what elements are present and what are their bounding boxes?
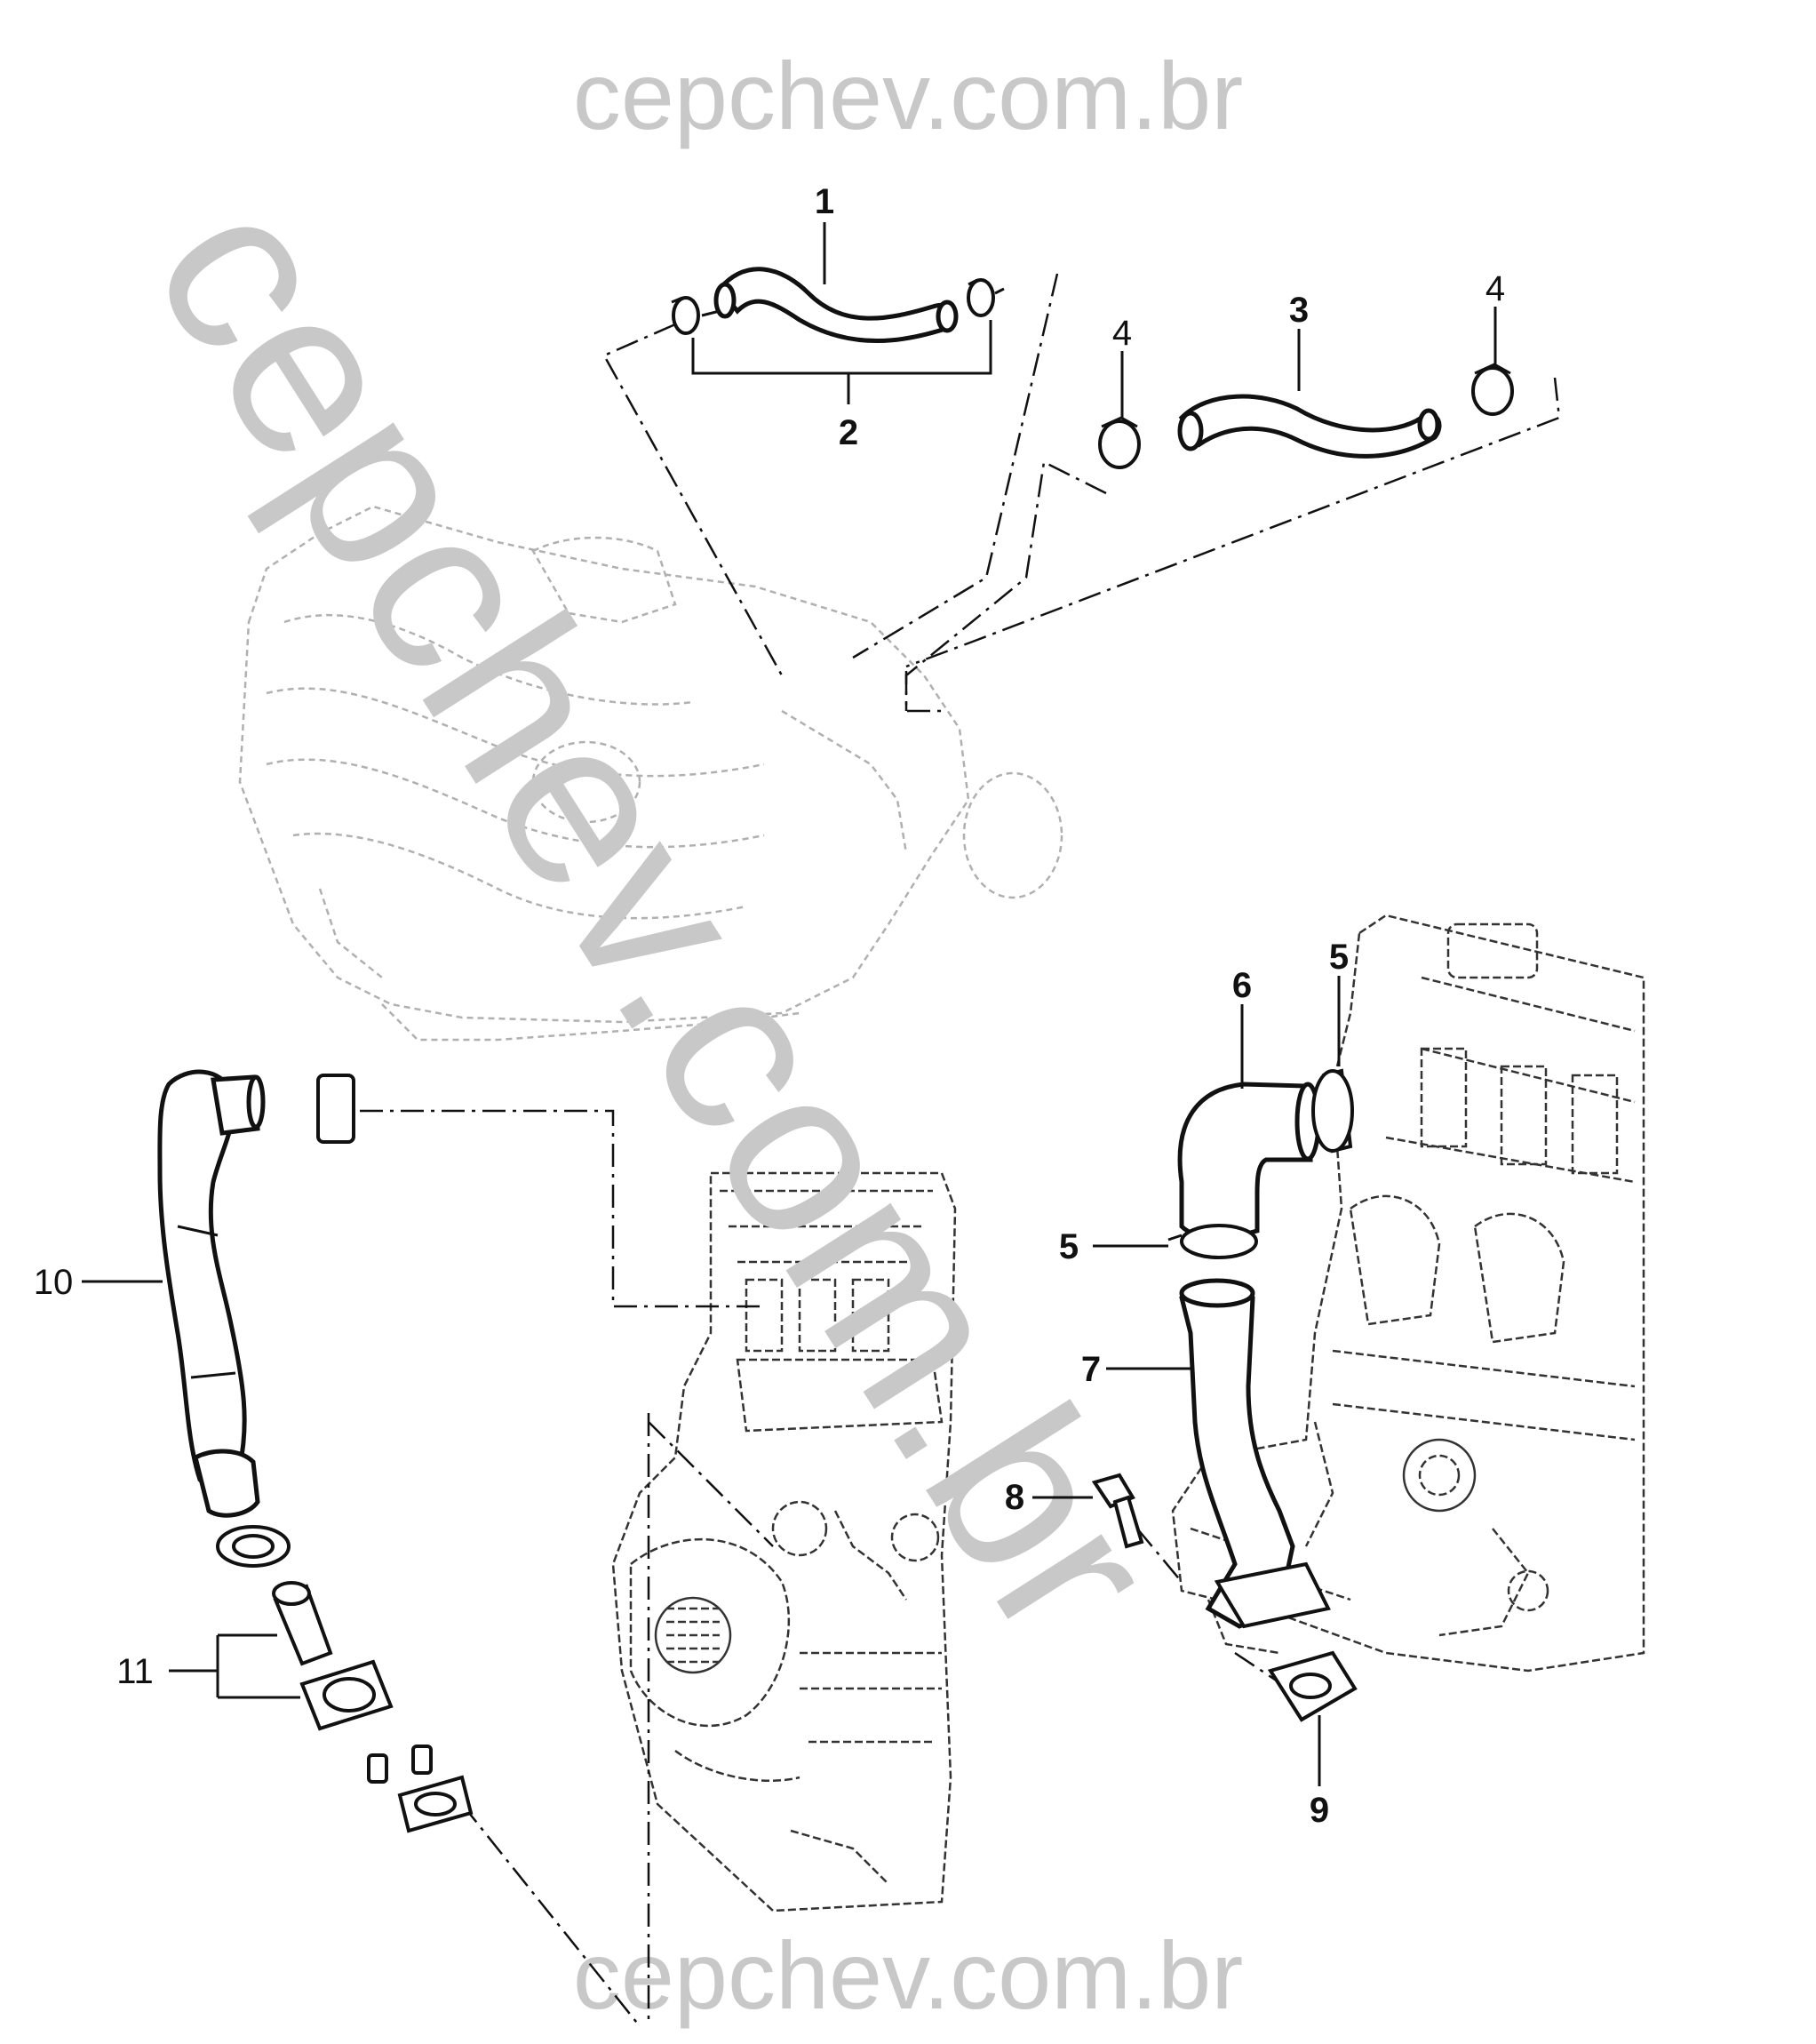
clamp-part-2-left xyxy=(671,296,721,335)
callout-5-lower: 5 xyxy=(1059,1227,1079,1266)
callout-leaders xyxy=(82,222,1497,1786)
watermark-diagonal: cepchev.com.br xyxy=(103,153,1209,1682)
callout-4-left: 4 xyxy=(1112,314,1132,353)
hose-part-6 xyxy=(1177,1082,1321,1240)
small-fitting xyxy=(316,1074,355,1144)
watermark-top: cepchev.com.br xyxy=(573,42,1243,149)
watermark-bottom: cepchev.com.br xyxy=(573,1921,1243,2029)
hose-part-3 xyxy=(1177,394,1442,459)
callout-6: 6 xyxy=(1232,966,1252,1005)
callout-9: 9 xyxy=(1310,1791,1329,1830)
gasket-part-9 xyxy=(1267,1650,1358,1722)
flange-part-11 xyxy=(299,1659,394,1731)
upper-engine-outline xyxy=(238,505,1063,1042)
pipe-part-7 xyxy=(1179,1278,1331,1629)
clamp-part-10-lower xyxy=(216,1525,291,1568)
callout-5-upper: 5 xyxy=(1329,938,1349,977)
callout-8: 8 xyxy=(1005,1478,1024,1517)
left-engine-block xyxy=(611,1171,957,1912)
gasket-left xyxy=(397,1775,474,1833)
callout-1: 1 xyxy=(815,182,834,221)
clamp-part-2-right xyxy=(967,278,1005,317)
callout-3: 3 xyxy=(1289,291,1309,330)
bolt-part-8 xyxy=(1091,1473,1144,1549)
hose-part-1 xyxy=(713,267,959,343)
assembly-leaders xyxy=(360,273,1561,2027)
callout-7: 7 xyxy=(1081,1350,1101,1389)
callout-11: 11 xyxy=(116,1652,154,1691)
callout-4-right: 4 xyxy=(1485,269,1505,308)
hose-part-10 xyxy=(157,1069,266,1518)
callout-2: 2 xyxy=(839,413,858,452)
coupling-part-11 xyxy=(272,1581,333,1666)
clamp-part-4-left xyxy=(1098,416,1141,469)
clamp-part-5-lower xyxy=(1167,1224,1258,1259)
bolts-left xyxy=(367,1745,433,1784)
callout-10: 10 xyxy=(34,1263,74,1302)
clamp-part-4-right xyxy=(1471,363,1514,416)
clamp-part-5-upper xyxy=(1311,1068,1354,1154)
